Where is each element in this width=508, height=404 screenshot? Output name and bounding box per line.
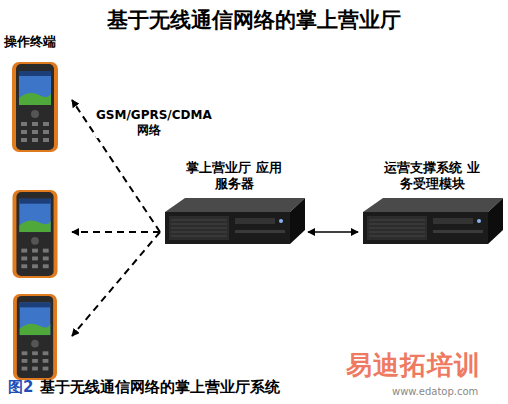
figure-number: 图2 — [8, 378, 33, 397]
handheld-terminal — [13, 190, 58, 278]
data-link — [308, 231, 358, 233]
handheld-terminal — [13, 294, 57, 380]
rack-server — [363, 198, 503, 244]
watermark: 易迪拓培训 — [346, 348, 481, 383]
diagram-title: 基于无线通信网络的掌上营业厅 — [0, 6, 508, 34]
node-label: 操作终端 — [4, 34, 72, 50]
terminal-group: 操作终端 — [4, 34, 72, 386]
node-label: 掌上营业厅 应用服务器 — [186, 160, 282, 193]
node-label: 运营支撑系统 业务受理模块 — [384, 160, 480, 193]
wireless-link — [72, 231, 160, 233]
figure-caption: 基于无线通信网络的掌上营业厅系统 — [40, 378, 280, 397]
handheld-terminal — [12, 62, 58, 152]
server-node: 掌上营业厅 应用服务器 — [160, 160, 308, 248]
server-node: 运营支撑系统 业务受理模块 — [358, 160, 506, 248]
rack-server — [165, 198, 305, 244]
watermark-url: www.edatop.com — [392, 386, 478, 397]
wireless-link — [72, 232, 160, 336]
network-label: GSM/GPRS/CDMA 网络 — [96, 108, 202, 138]
